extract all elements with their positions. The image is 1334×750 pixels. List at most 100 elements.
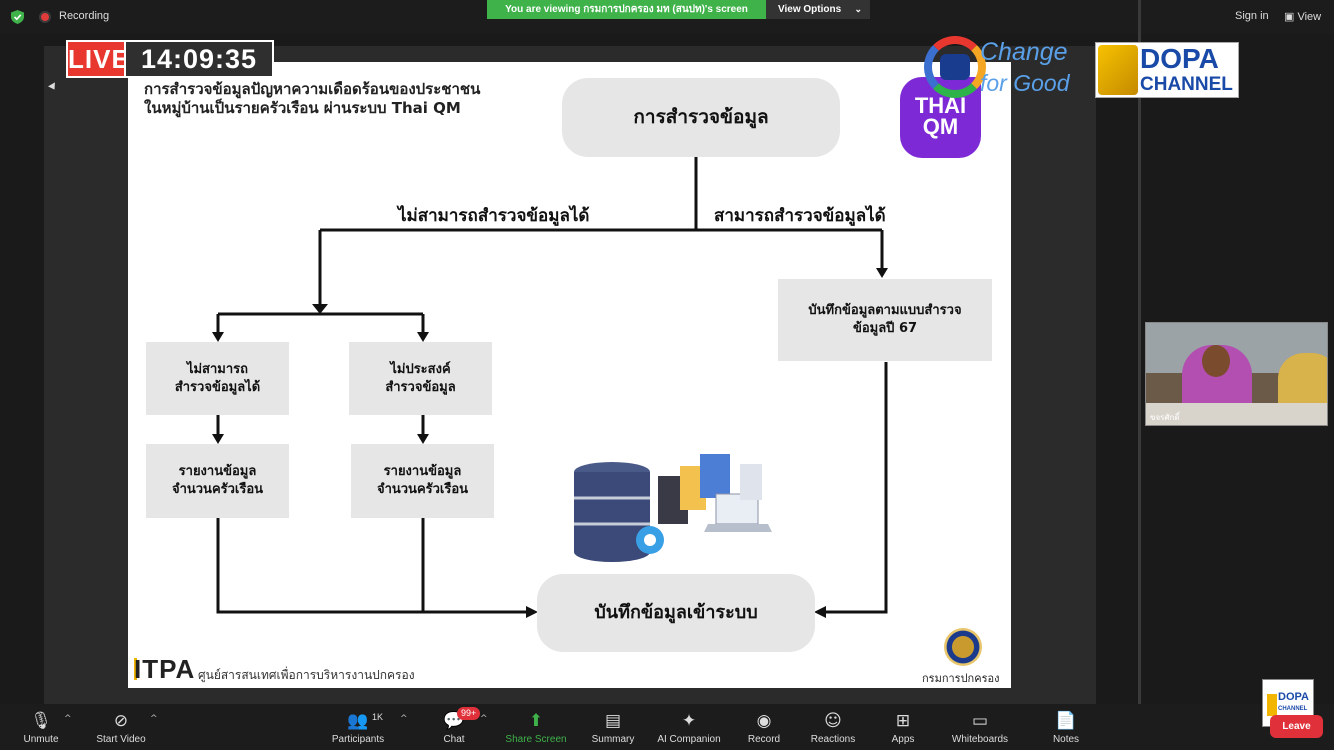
change-for-good-line2: for Good — [980, 70, 1070, 96]
change-for-good-logo: Change for Good — [924, 36, 1090, 102]
view-options-label: View Options — [778, 4, 842, 15]
top-bar: Recording You are viewing กรมการปกครอง ม… — [0, 0, 1334, 34]
participant-name: ขจรศักดิ์ — [1150, 413, 1180, 422]
sparkle-icon: ✦ — [681, 711, 697, 731]
apps-button[interactable]: ⊞ Apps — [882, 704, 924, 750]
participants-icon: 👥 — [347, 711, 369, 731]
apps-icon: ⊞ — [895, 711, 911, 731]
sign-in-button[interactable]: Sign in — [1235, 10, 1269, 22]
notes-button[interactable]: 📄 Notes — [1046, 704, 1086, 750]
tiger-emblem-icon — [1267, 694, 1277, 716]
chat-label: Chat — [443, 734, 465, 745]
participants-label: Participants — [331, 734, 385, 745]
panel-divider[interactable] — [1138, 0, 1141, 705]
recording-label: Recording — [59, 10, 110, 22]
change-for-good-line1: Change — [980, 38, 1068, 66]
box-record-survey-67: บันทึกข้อมูลตามแบบสำรวจข้อมูลปี 67 — [778, 279, 992, 361]
box-unwilling-survey: ไม่ประสงค์สำรวจข้อมูล — [349, 342, 492, 415]
box-report-households-right: รายงานข้อมูลจำนวนครัวเรือน — [351, 444, 494, 518]
record-button[interactable]: ◉ Record — [742, 704, 786, 750]
tiger-emblem-icon — [1098, 45, 1138, 95]
box-unable-line2: สำรวจข้อมูลได้ — [174, 379, 261, 395]
participants-button[interactable]: 👥 Participants — [328, 704, 388, 750]
record-icon: ◉ — [756, 711, 772, 731]
audio-options-chevron-icon[interactable]: ^ — [64, 714, 72, 724]
itpa-logo: ITPA — [134, 654, 196, 684]
server-illustration — [574, 454, 772, 562]
mini-dopa-line2: CHANNEL — [1278, 706, 1308, 712]
leave-button[interactable]: Leave — [1270, 715, 1323, 738]
start-video-button[interactable]: ⊘ Start Video — [90, 704, 152, 750]
dopa-line2: CHANNEL — [1140, 74, 1233, 95]
notes-label: Notes — [1052, 734, 1080, 745]
box-report-line2: จำนวนครัวเรือน — [376, 482, 469, 497]
participant-video-tile[interactable]: ขจรศักดิ์ — [1145, 322, 1328, 426]
branch-able-label: สามารถสำรวจข้อมูลได้ — [714, 206, 886, 226]
reactions-button[interactable]: ☺ Reactions — [806, 704, 860, 750]
flowchart-connectors — [212, 157, 888, 618]
video-person-head — [1202, 345, 1230, 377]
apps-label: Apps — [891, 734, 915, 745]
slide-title-line1: การสำรวจข้อมูลปัญหาความเดือดร้อนของประชา… — [144, 80, 481, 98]
box-report-line1: รายงานข้อมูล — [178, 464, 257, 479]
department-seal-icon — [944, 628, 982, 666]
itpa-logo-mark — [134, 658, 137, 680]
chat-chevron-icon[interactable]: ^ — [480, 714, 488, 724]
chevron-down-icon: ⌄ — [854, 4, 862, 14]
reactions-label: Reactions — [810, 734, 856, 745]
view-button[interactable]: ▣ View — [1284, 10, 1321, 23]
share-screen-button[interactable]: ⬆ Share Screen — [502, 704, 570, 750]
box-unable-line1: ไม่สามารถ — [186, 361, 249, 377]
unmute-label: Unmute — [23, 734, 59, 745]
video-desk — [1146, 403, 1327, 425]
thai-qm-line2: QM — [922, 114, 959, 139]
sdg-ring-center — [940, 54, 970, 80]
view-label: View — [1297, 11, 1322, 23]
whiteboards-button[interactable]: ▭ Whiteboards — [946, 704, 1014, 750]
summary-icon: ▤ — [604, 711, 622, 731]
presentation-slide: การสำรวจข้อมูลปัญหาความเดือดร้อนของประชา… — [128, 62, 1011, 688]
start-video-label: Start Video — [96, 734, 146, 745]
summary-label: Summary — [591, 734, 635, 745]
box-report-line1: รายงานข้อมูล — [383, 464, 462, 479]
smiley-icon: ☺ — [824, 711, 842, 731]
whiteboards-label: Whiteboards — [951, 734, 1009, 745]
thai-qm-line1: THAI — [914, 93, 967, 118]
meeting-toolbar: 🎙 Unmute ^ ⊘ Start Video ^ 👥 Participant… — [0, 704, 1334, 750]
view-icon: ▣ — [1284, 11, 1298, 23]
ai-companion-button[interactable]: ✦ AI Companion — [652, 704, 726, 750]
unmute-button[interactable]: 🎙 Unmute — [14, 704, 68, 750]
mini-dopa-line1: DOPA — [1278, 691, 1309, 703]
participants-chevron-icon[interactable]: ^ — [400, 714, 408, 724]
shield-icon — [11, 10, 24, 24]
ai-companion-label: AI Companion — [657, 734, 721, 745]
record-label: Record — [747, 734, 781, 745]
itpa-subtitle: ศูนย์สารสนเทศเพื่อการบริหารงานปกครอง — [198, 668, 415, 682]
flow-root-survey: การสำรวจข้อมูล — [562, 78, 840, 157]
box-unwilling-line1: ไม่ประสงค์ — [390, 361, 451, 377]
flow-final-record: บันทึกข้อมูลเข้าระบบ — [537, 574, 815, 652]
microphone-muted-icon: 🎙 — [30, 711, 52, 731]
box-report-line2: จำนวนครัวเรือน — [171, 482, 264, 497]
live-clock: 14:09:35 — [126, 40, 274, 78]
box-unwilling-line2: สำรวจข้อมูล — [385, 379, 456, 395]
share-screen-icon: ⬆ — [528, 711, 544, 731]
summary-button[interactable]: ▤ Summary — [588, 704, 638, 750]
view-options-button[interactable]: View Options ⌄ — [766, 0, 870, 19]
branch-unable-label: ไม่สามารถสำรวจข้อมูลได้ — [398, 206, 590, 226]
box-record-line1: บันทึกข้อมูลตามแบบสำรวจ — [808, 303, 962, 318]
participants-count: 1K — [372, 712, 384, 722]
dopa-line1: DOPA — [1140, 43, 1219, 74]
box-record-line2: ข้อมูลปี 67 — [852, 321, 918, 336]
viewing-banner: You are viewing กรมการปกครอง มท (สนปท)'s… — [487, 0, 766, 19]
notes-icon: 📄 — [1055, 711, 1077, 731]
whiteboard-icon: ▭ — [971, 711, 989, 731]
recording-icon — [39, 11, 51, 23]
box-report-households-left: รายงานข้อมูลจำนวนครัวเรือน — [146, 444, 289, 518]
slide-title-line2: ในหมู่บ้านเป็นรายครัวเรือน ผ่านระบบ Thai… — [144, 99, 461, 117]
dopa-channel-logo: DOPA CHANNEL — [1095, 42, 1239, 98]
sdg-ring-icon — [924, 36, 986, 98]
department-label: กรมการปกครอง — [922, 672, 1000, 685]
video-options-chevron-icon[interactable]: ^ — [150, 714, 158, 724]
chat-unread-badge: 99+ — [457, 707, 481, 720]
